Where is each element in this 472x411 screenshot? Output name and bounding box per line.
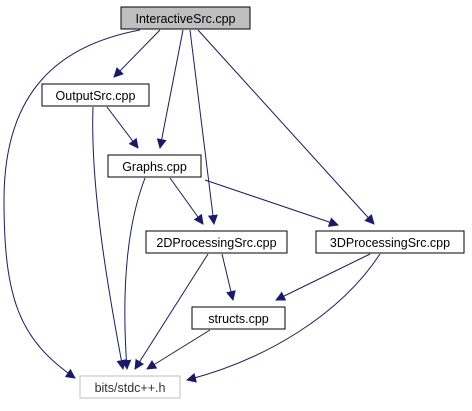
node-label: 2DProcessingSrc.cpp — [156, 236, 276, 250]
edge-proc3d-to-stdcpp — [186, 253, 381, 383]
node-label: 3DProcessingSrc.cpp — [330, 236, 450, 250]
edge-interactive-to-proc3d — [197, 29, 375, 225]
edge-graphs-to-stdcpp — [121, 177, 146, 370]
edge-interactive-to-output — [113, 29, 161, 78]
node-2d-processing-src[interactable]: 2DProcessingSrc.cpp — [145, 230, 288, 254]
edges-layer — [3, 29, 381, 383]
edge-graphs-to-proc3d — [204, 179, 339, 227]
node-bits-stdcpp-h[interactable]: bits/stdc++.h — [79, 375, 181, 399]
edge-interactive-to-stdcpp — [3, 29, 141, 379]
node-label: bits/stdc++.h — [95, 381, 166, 395]
edge-output-to-stdcpp — [92, 106, 127, 370]
edge-graphs-to-proc2d — [169, 177, 204, 225]
node-structs[interactable]: structs.cpp — [191, 306, 286, 330]
node-label: Graphs.cpp — [122, 160, 187, 174]
edge-interactive-to-graphs — [156, 29, 184, 149]
node-label: InteractiveSrc.cpp — [135, 12, 235, 26]
node-label: OutputSrc.cpp — [56, 89, 136, 103]
nodes-layer: InteractiveSrc.cpp OutputSrc.cpp Graphs.… — [41, 6, 465, 399]
edge-proc3d-to-structs — [275, 253, 371, 301]
edge-output-to-graphs — [106, 106, 139, 149]
edge-interactive-to-proc2d — [189, 29, 218, 225]
edge-structs-to-stdcpp — [146, 329, 211, 370]
node-interactive-src[interactable]: InteractiveSrc.cpp — [120, 6, 251, 30]
edge-proc2d-to-stdcpp — [134, 253, 209, 370]
node-graphs[interactable]: Graphs.cpp — [107, 154, 202, 178]
edge-proc2d-to-structs — [221, 253, 236, 301]
node-output-src[interactable]: OutputSrc.cpp — [41, 83, 150, 107]
node-label: structs.cpp — [208, 312, 268, 326]
node-3d-processing-src[interactable]: 3DProcessingSrc.cpp — [315, 230, 465, 254]
